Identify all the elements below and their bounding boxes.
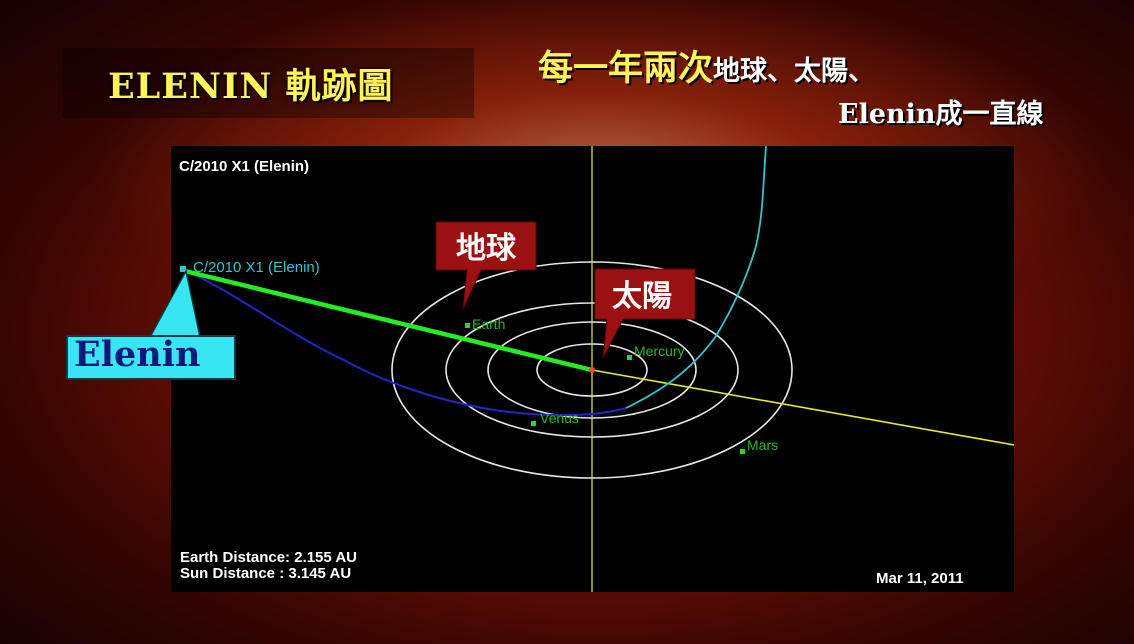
mars-orbit <box>391 261 793 479</box>
comet-path-past <box>182 268 627 417</box>
venus-label: Venus <box>540 410 579 426</box>
panel-title: C/2010 X1 (Elenin) <box>179 158 310 175</box>
orbit-diagram-panel: C/2010 X1 (Elenin) Earth Mercury Venus M… <box>171 146 1014 592</box>
mars-marker <box>740 449 745 454</box>
elenin-callout <box>66 335 236 380</box>
headline-line-2: Elenin成一直線 <box>838 99 1044 130</box>
slide-title: ELENIN 軌跡圖 <box>108 66 394 107</box>
mercury-orbit <box>536 343 648 397</box>
mercury-label: Mercury <box>634 343 685 359</box>
sun-callout: 太陽 <box>594 268 696 359</box>
comet-marker <box>180 266 186 272</box>
comet-path-future <box>625 146 767 409</box>
sun-marker <box>589 367 595 373</box>
date-label: Mar 11, 2011 <box>876 570 964 587</box>
elenin-callout-label: Elenin <box>74 334 201 375</box>
headline-rest: 地球、太陽、 <box>713 56 876 87</box>
earth-marker <box>465 323 470 328</box>
earth-label: Earth <box>472 316 505 332</box>
headline-emphasis: 每一年兩次 <box>538 48 714 89</box>
headline-line-1: 每一年兩次地球、太陽、 <box>538 40 875 91</box>
alignment-line <box>184 268 593 373</box>
sun-distance: Sun Distance : 3.145 AU <box>180 565 352 582</box>
earth-callout: 地球 <box>435 221 537 310</box>
sun-callout-label: 太陽 <box>612 279 672 314</box>
sun-line <box>591 369 1014 446</box>
venus-marker <box>531 421 536 426</box>
earth-orbit <box>445 302 739 438</box>
earth-callout-label: 地球 <box>456 231 517 266</box>
mars-label: Mars <box>747 437 778 453</box>
orbit-diagram: C/2010 X1 (Elenin) Earth Mercury Venus M… <box>180 146 1014 592</box>
title-backdrop <box>62 48 474 118</box>
venus-orbit <box>487 321 697 419</box>
comet-label: C/2010 X1 (Elenin) <box>193 259 320 276</box>
earth-distance: Earth Distance: 2.155 AU <box>180 549 358 566</box>
mercury-marker <box>627 355 632 360</box>
